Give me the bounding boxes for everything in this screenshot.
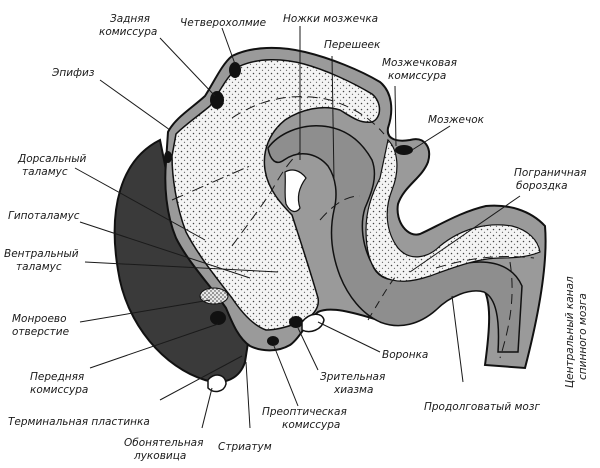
label-hypothalamus: Гипоталамус [8,210,80,222]
label-dorsal-thalamus-l2: таламус [22,166,68,178]
label-striatum: Стриатум [218,441,272,453]
label-cerebellar-commissure: Мозжечковая комиссура [382,57,460,82]
label-isthmus: Перешеек [324,39,381,51]
label-medulla: Продолговатый мозг [424,401,540,413]
label-anterior-commissure: Передняя комиссура [30,371,88,396]
label-ventral-thalamus-l2: таламус [16,261,62,273]
label-central-canal: Центральный канал спинного мозга [564,273,589,388]
boundary-dashed-5 [435,255,535,269]
label-sulcus-limitans-l2: бороздка [516,180,568,192]
label-optic-chiasm-l1: Зрительная [320,371,385,383]
label-posterior-commissure-l2: комиссура [99,26,157,38]
label-posterior-commissure: Задняя комиссура [99,13,157,38]
leader-lines [74,26,521,429]
label-anterior-commissure-l2: комиссура [30,384,88,396]
label-monro-foramen-l2: отверстие [12,326,69,338]
labels: Задняя комиссура Четверохолмие Ножки моз… [4,13,590,462]
preoptic-commissure-blob [267,336,279,346]
ventricle-lumen [267,125,523,353]
boundary-dashed-2 [231,151,301,247]
label-ventral-thalamus: Вентральный таламус [4,248,82,273]
label-cerebellar-peduncles: Ножки мозжечка [283,13,378,25]
label-sulcus-limitans-l1: Пограничная [514,167,586,179]
label-optic-chiasm-l2: хиазма [333,384,373,396]
label-monro-foramen-l1: Монроево [12,313,67,325]
label-monro-foramen: Монроево отверстие [12,313,70,338]
label-central-canal-l2: спинного мозга [577,293,589,380]
label-lamina-terminalis: Терминальная пластинка [8,416,150,428]
monro-foramen-blob [199,287,229,305]
label-optic-chiasm: Зрительная хиазма [320,371,389,396]
boundary-dashed-4 [367,275,397,321]
boundary-dashed-6 [499,261,513,359]
label-olfactory-bulb: Обонятельная луковица [124,437,207,462]
quadrigemina-blob [229,62,241,78]
label-posterior-commissure-l1: Задняя [110,13,150,25]
infundibulum-tip [301,313,325,333]
label-central-canal-l1: Центральный канал [564,276,576,388]
label-epiphysis: Эпифиз [51,67,95,79]
hindbrain-dotted [365,138,541,282]
optic-chiasm-blob [289,316,303,328]
aqueduct [284,169,307,213]
cerebellar-commissure-blob [395,145,413,155]
label-preoptic-commissure: Преоптическая комиссура [262,406,350,431]
anterior-commissure-blob [210,311,226,325]
boundary-dashed-3 [319,195,361,221]
label-dorsal-thalamus-l1: Дорсальный [17,153,87,165]
label-infundibulum: Воронка [382,349,428,361]
label-cerebellum: Мозжечок [428,114,485,126]
label-cerebellar-commissure-l2: комиссура [388,70,446,82]
label-dorsal-thalamus: Дорсальный таламус [17,153,90,178]
label-ventral-thalamus-l1: Вентральный [4,248,79,260]
label-preoptic-commissure-l2: комиссура [282,419,340,431]
label-quadrigemina: Четверохолмие [180,17,266,29]
label-olfactory-bulb-l1: Обонятельная [124,437,203,449]
olfactory-bulb-shape [207,374,227,393]
label-preoptic-commissure-l1: Преоптическая [262,406,347,418]
boundary-dashed-1 [231,96,385,135]
epiphysis-blob [164,151,172,163]
boundary-dashdot [171,165,251,201]
label-cerebellar-commissure-l1: Мозжечковая [382,57,457,69]
posterior-commissure-blob [210,91,224,109]
label-olfactory-bulb-l2: луковица [133,450,186,462]
label-anterior-commissure-l1: Передняя [30,371,84,383]
label-sulcus-limitans: Пограничная бороздка [514,167,590,192]
label-central-canal-group: Центральный канал спинного мозга [564,273,589,388]
diencephalon-dotted [171,58,381,331]
